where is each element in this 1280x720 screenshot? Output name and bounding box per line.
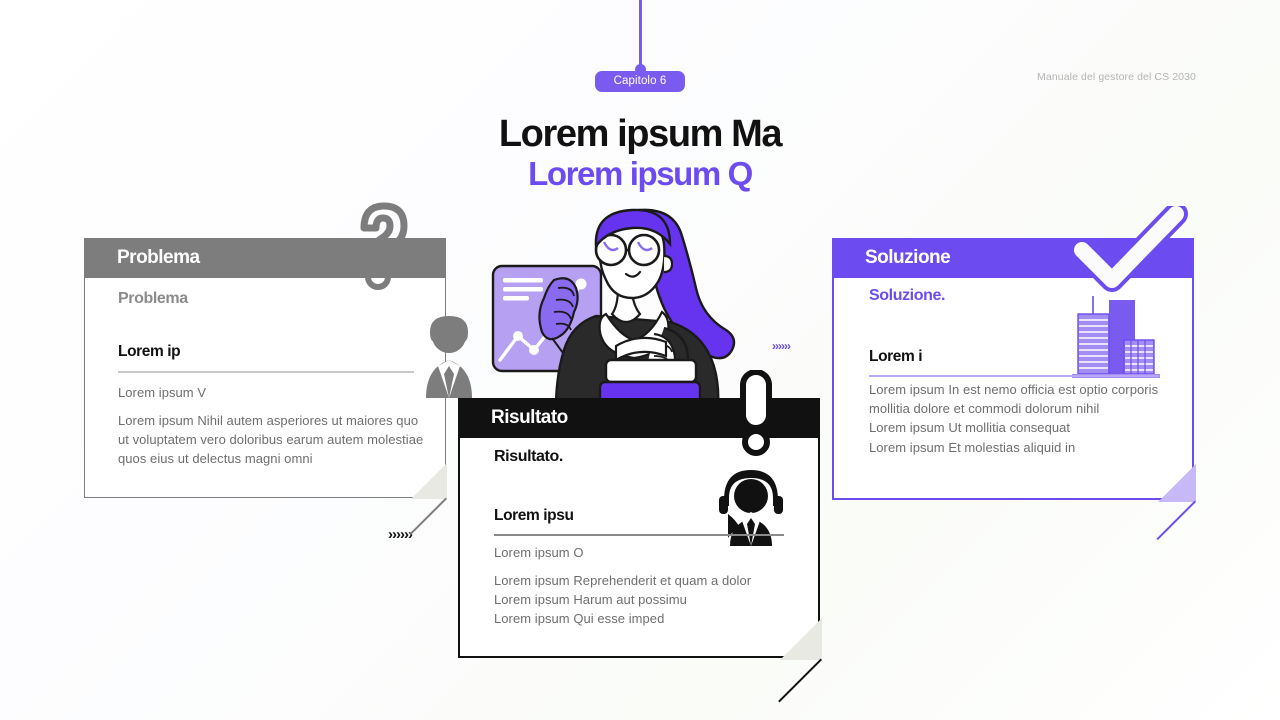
chapter-connector-dot [635, 64, 646, 75]
card-risultato[interactable]: Risultato Risultato. Lorem ipsu Lorem ip… [458, 370, 822, 703]
card-risultato-line1: Lorem ipsum O [494, 545, 584, 560]
question-mark-icon [360, 202, 408, 290]
chapter-connector-line [639, 0, 642, 72]
card-soluzione-fold-edge [1156, 500, 1196, 541]
corner-note: Manuale del gestore del CS 2030 [1037, 71, 1196, 83]
card-problema-body: Lorem ipsum Nihil autem asperiores ut ma… [118, 413, 424, 467]
card-risultato-subtitle: Risultato. [494, 448, 563, 465]
card-soluzione-rule [869, 375, 1159, 377]
arrow-center-to-soluzione: ›››››› [772, 339, 791, 353]
page-subtitle: Lorem ipsum Q [528, 155, 753, 192]
card-problema-header-title: Problema [117, 247, 200, 268]
checkmark-icon [1072, 206, 1188, 292]
chapter-badge[interactable]: Capitolo 6 [595, 71, 685, 92]
card-risultato-header-title: Risultato [491, 407, 568, 428]
card-problema-corner-fold [411, 463, 447, 499]
card-problema-rule [118, 371, 414, 373]
businesswoman-silhouette-icon [426, 316, 472, 398]
card-risultato-corner-fold [780, 618, 822, 660]
card-soluzione-corner-fold [1158, 464, 1196, 502]
card-problema-lead: Lorem ip [118, 343, 181, 360]
card-risultato-body: Lorem ipsum Reprehenderit et quam a dolo… [494, 573, 752, 627]
card-problema-line1: Lorem ipsum V [118, 385, 207, 400]
card-problema[interactable]: Problema Problema Lorem ip Lorem ipsum V… [84, 202, 472, 536]
chevron-right-icon: ›››››› [388, 526, 413, 543]
card-risultato-fold-edge [778, 658, 822, 703]
city-buildings-icon [1072, 296, 1160, 378]
card-problema-fold-edge [409, 497, 447, 536]
card-soluzione-header-title: Soluzione [865, 247, 951, 268]
card-soluzione-body: Lorem ipsum In est nemo officia est opti… [869, 382, 1159, 455]
arrow-problema-to-risultato: ›››››› [388, 526, 413, 543]
page-title: Lorem ipsum Ma [498, 113, 783, 155]
illustration-woman-with-books-and-chart [491, 208, 736, 408]
card-soluzione[interactable]: Soluzione Soluzione. Lorem i Lorem ipsum… [832, 206, 1196, 541]
support-agent-silhouette-icon [719, 470, 783, 546]
card-soluzione-lead: Lorem i [869, 348, 923, 365]
chevron-right-icon: ›››››› [772, 339, 791, 353]
card-problema-subtitle: Problema [118, 290, 188, 307]
card-soluzione-subtitle: Soluzione. [869, 287, 946, 304]
card-risultato-rule [494, 534, 784, 536]
card-risultato-lead: Lorem ipsu [494, 507, 574, 524]
exclamation-mark-icon [740, 370, 772, 456]
